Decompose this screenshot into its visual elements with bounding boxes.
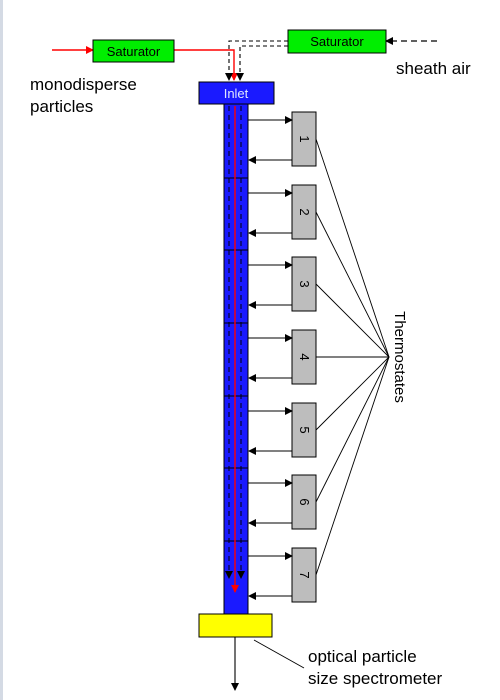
monodisperse-particles-label: monodisperse particles [30, 74, 137, 118]
monodisperse-text-line2: particles [30, 97, 94, 116]
thermostat-number-1: 1 [297, 135, 312, 142]
sheath-to-inlet-line-b [236, 45, 288, 81]
inlet-label: Inlet [224, 86, 249, 101]
sheath-air-label: sheath air [396, 58, 471, 80]
saturator-left-box [92, 39, 175, 63]
thermostat-number-5: 5 [297, 426, 312, 433]
fan-line-3 [315, 283, 390, 358]
thermostat-fan-lines [315, 138, 390, 576]
thermostat-number-6: 6 [297, 498, 312, 505]
thermostat-box-6 [291, 474, 317, 530]
flow-tube-column [223, 103, 249, 615]
spectrometer-label: optical particle size spectrometer [308, 646, 442, 690]
thermostat-number-4: 4 [297, 353, 312, 360]
fan-line-1 [315, 138, 390, 358]
thermostat-box-3 [291, 256, 317, 312]
thermostat-number-2: 2 [297, 208, 312, 215]
sheath-air-text: sheath air [396, 59, 471, 78]
thermostat-number-7: 7 [297, 571, 312, 578]
thermostat-box-5 [291, 402, 317, 458]
spectrometer-text-line1: optical particle [308, 647, 417, 666]
sheath-to-inlet-line-a [225, 40, 288, 81]
fan-line-5 [315, 356, 390, 431]
page-edge-rule [0, 0, 3, 700]
saturator-right-box [287, 29, 387, 54]
thermostat-number-3: 3 [297, 280, 312, 287]
fan-line-7 [315, 356, 390, 576]
thermostates-label: Thermostates [391, 311, 408, 403]
monodisperse-text-line1: monodisperse [30, 75, 137, 94]
thermostat-box-2 [291, 184, 317, 240]
spectrometer-callout-line [253, 639, 305, 669]
fan-line-2 [315, 211, 390, 358]
thermostat-box-1 [291, 111, 317, 167]
saturator-right-label: Saturator [310, 34, 364, 49]
thermostat-group: 1 2 3 4 5 6 7 [248, 111, 317, 603]
particle-to-inlet-line [174, 49, 238, 81]
column-segment-dividers [224, 177, 248, 542]
spectrometer-text-line2: size spectrometer [308, 669, 443, 688]
saturator-left-label: Saturator [107, 44, 161, 59]
fan-line-6 [315, 356, 390, 503]
thermostat-box-4 [291, 329, 317, 385]
spectrometer-box [198, 613, 273, 638]
thermostat-box-7 [291, 547, 317, 603]
